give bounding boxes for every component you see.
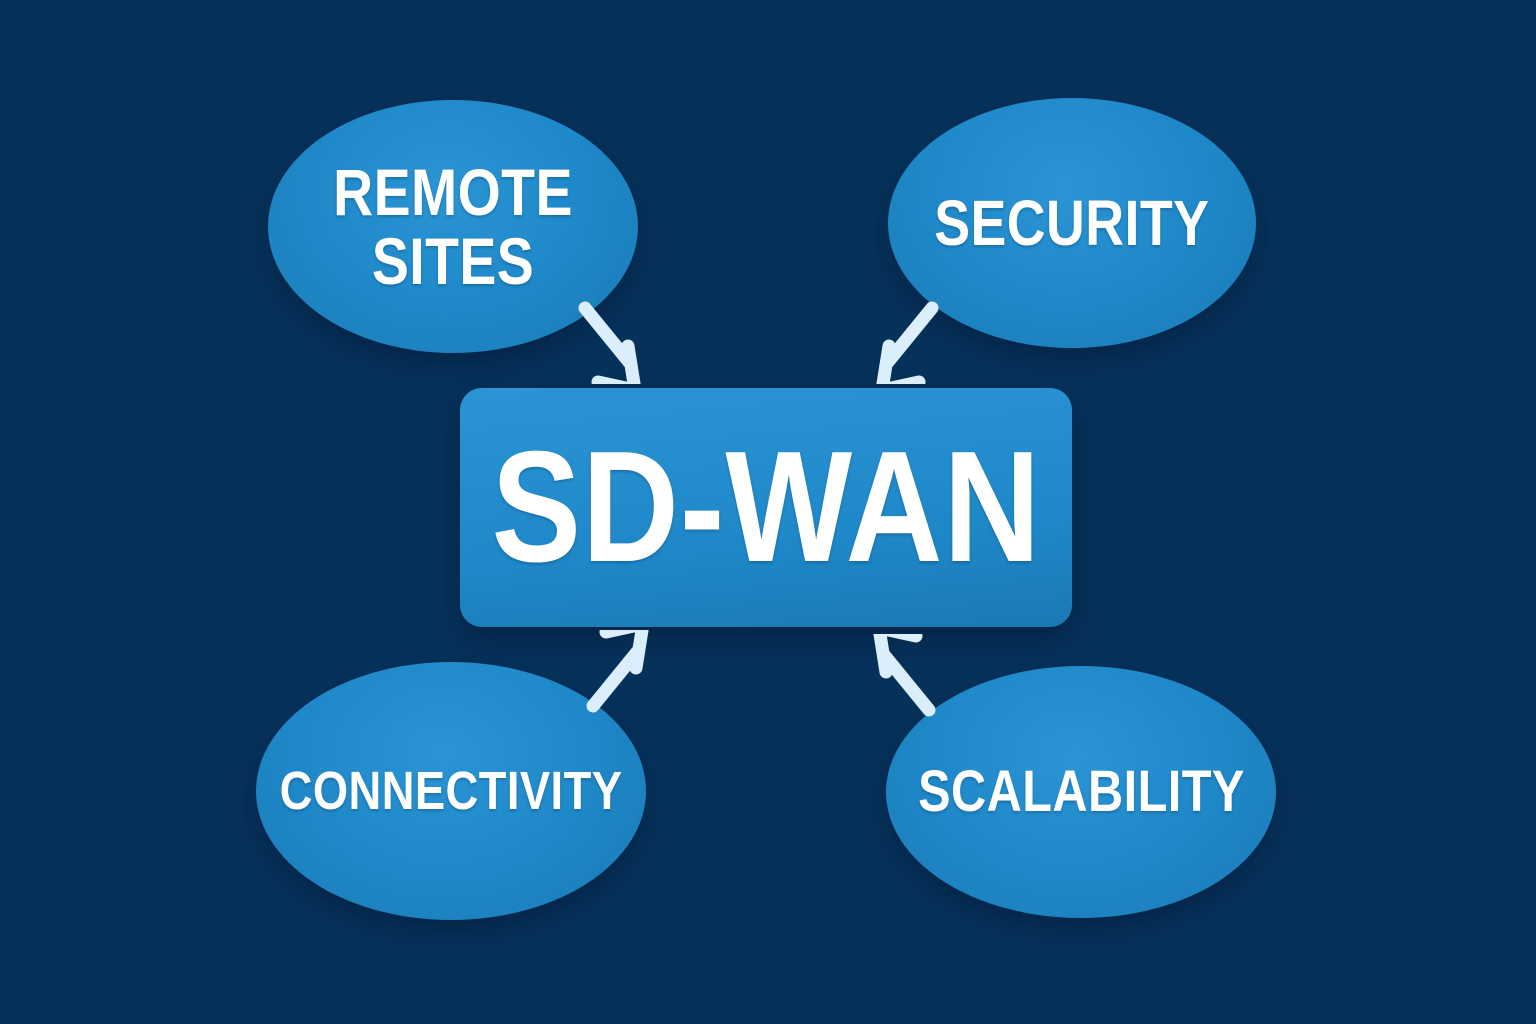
node-sd-wan-label: SD-WAN	[491, 419, 1041, 596]
node-security-label: SECURITY	[934, 186, 1210, 259]
node-scalability: SCALABILITY	[886, 666, 1276, 918]
arrow-security-to-center-icon	[865, 298, 945, 384]
arrow-connectivity-to-center-icon	[580, 630, 660, 716]
node-remote-sites-label: REMOTE SITES	[333, 154, 573, 298]
arrow-scalability-to-center-icon	[862, 634, 942, 720]
arrow-remote-sites-to-center-icon	[572, 298, 652, 384]
node-security: SECURITY	[888, 98, 1256, 348]
node-sd-wan: SD-WAN	[460, 388, 1072, 627]
node-scalability-label: SCALABILITY	[917, 758, 1245, 824]
node-connectivity: CONNECTIVITY	[256, 662, 646, 920]
node-connectivity-label: CONNECTIVITY	[279, 760, 623, 821]
node-remote-sites: REMOTE SITES	[268, 100, 638, 353]
